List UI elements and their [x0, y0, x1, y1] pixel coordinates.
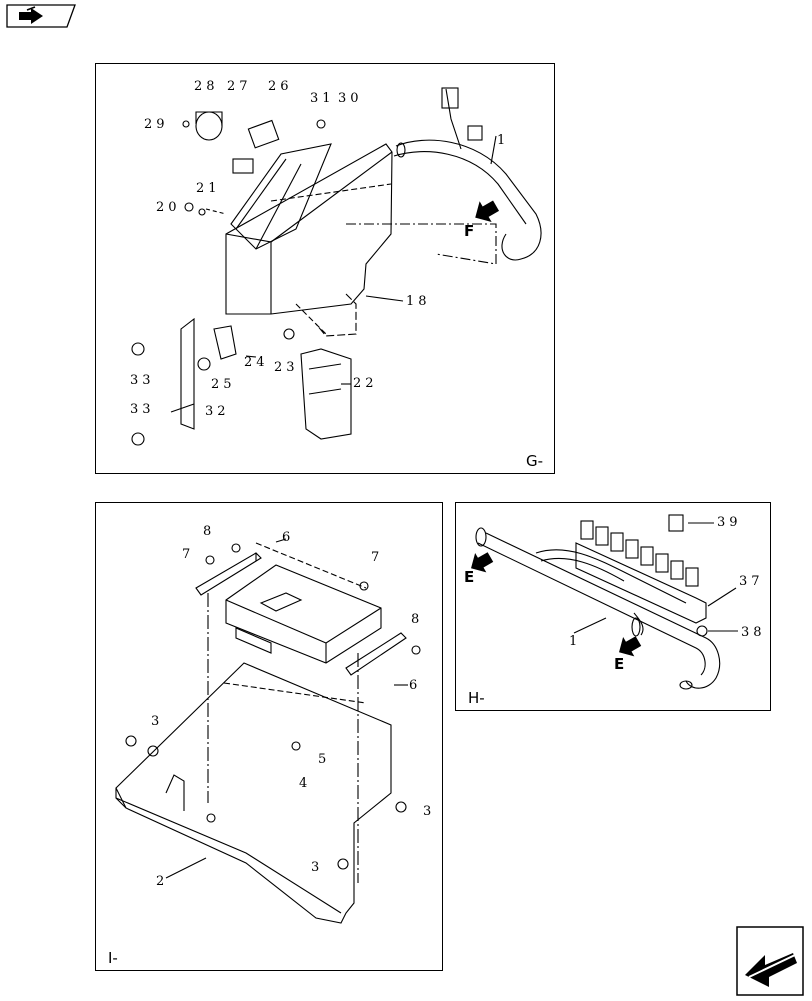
callout-7-right: 7 — [371, 550, 384, 565]
callout-1: 1 — [497, 133, 510, 148]
callout-5: 5 — [318, 752, 331, 767]
callout-3-right: 3 — [423, 804, 436, 819]
callout-18: 18 — [406, 294, 431, 309]
view-label-e-left: E — [464, 568, 475, 586]
callout-39: 39 — [717, 515, 742, 530]
panel-i-drawing — [115, 538, 421, 924]
callout-7-left: 7 — [182, 547, 195, 562]
callout-26: 26 — [268, 79, 293, 94]
callout-2: 2 — [156, 874, 169, 889]
callout-31: 31 — [310, 91, 335, 106]
callout-29: 29 — [144, 117, 169, 132]
book-arrow-icon[interactable] — [5, 3, 77, 29]
callout-22: 22 — [353, 376, 378, 391]
callout-8-lower: 8 — [411, 612, 424, 627]
callout-4: 4 — [299, 776, 312, 791]
view-arrow-f-icon — [475, 200, 500, 223]
callout-6-lower: 6 — [409, 678, 422, 693]
callout-23: 23 — [274, 360, 299, 375]
callout-8-upper: 8 — [203, 524, 216, 539]
view-arrow-e-right-icon — [619, 636, 642, 657]
view-label-f: F — [464, 222, 475, 240]
callout-30: 30 — [338, 91, 363, 106]
panel-h-drawing — [475, 514, 738, 690]
callout-25: 25 — [211, 377, 236, 392]
callout-38: 38 — [741, 625, 766, 640]
panel-g: 28 27 26 31 30 29 1 21 20 18 33 24 25 23… — [95, 63, 555, 474]
callout-28: 28 — [194, 79, 219, 94]
callout-3-lower: 3 — [311, 860, 324, 875]
panel-tag-h: H- — [468, 689, 485, 707]
callout-1-h: 1 — [569, 634, 582, 649]
callout-33-upper: 33 — [130, 373, 155, 388]
callout-3-upper: 3 — [151, 714, 164, 729]
callout-20: 20 — [156, 200, 181, 215]
callout-21: 21 — [196, 181, 221, 196]
back-arrow-icon[interactable] — [735, 925, 805, 997]
callout-32: 32 — [205, 404, 230, 419]
view-arrow-e-left-icon — [471, 552, 494, 573]
panel-i: 8 6 7 7 8 6 3 5 4 3 2 3 I- — [95, 502, 443, 971]
callout-27: 27 — [227, 79, 252, 94]
view-label-e-right: E — [614, 655, 625, 673]
panel-g-drawing — [131, 87, 542, 446]
callout-6-upper: 6 — [282, 530, 295, 545]
panel-tag-i: I- — [108, 949, 118, 967]
callout-33-lower: 33 — [130, 402, 155, 417]
callout-37: 37 — [739, 574, 764, 589]
panel-h: 39 37 1 38 E E H- — [455, 502, 771, 711]
callout-24: 24 — [244, 355, 269, 370]
panel-tag-g: G- — [526, 452, 544, 470]
